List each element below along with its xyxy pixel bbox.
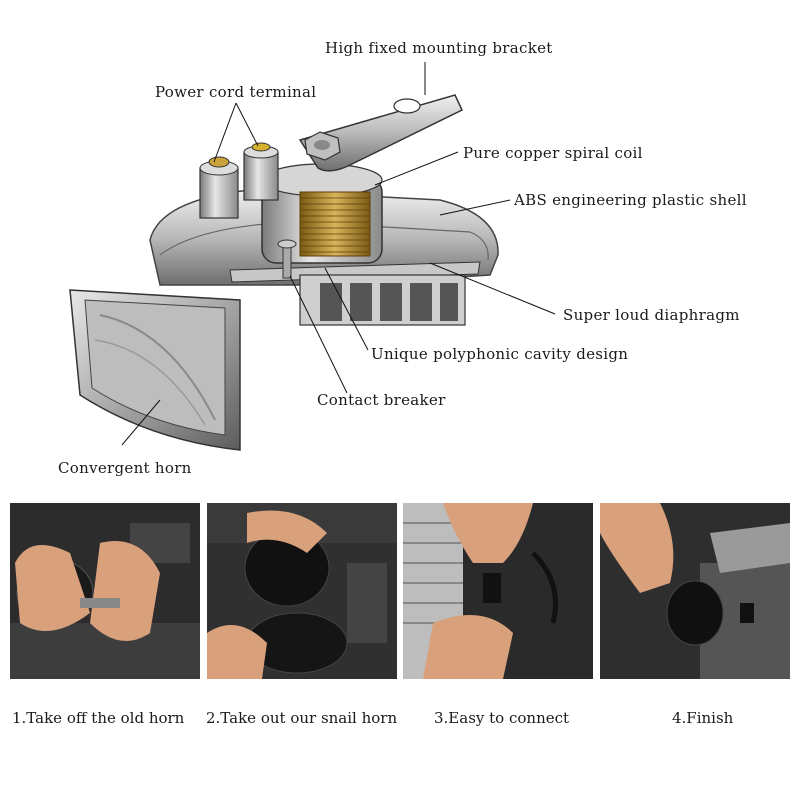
label-mounting-bracket: High fixed mounting bracket: [325, 39, 553, 57]
horn-cutaway-diagram: [69, 62, 556, 451]
copper-coil: [299, 191, 371, 257]
step-caption-4: 4.Finish: [672, 709, 734, 727]
step-caption-1: 1.Take off the old horn: [12, 709, 185, 727]
step-photo-2: [207, 503, 397, 679]
label-contact-breaker: Contact breaker: [317, 391, 446, 409]
terminal-posts: [199, 142, 279, 219]
step-caption-2: 2.Take out our snail horn: [206, 709, 398, 727]
label-convergent-horn: Convergent horn: [58, 459, 192, 477]
label-copper-coil: Pure copper spiral coil: [463, 144, 643, 162]
step-caption-3: 3.Easy to connect: [434, 709, 570, 727]
contact-screw: [282, 243, 292, 279]
diaphragm-plate: [229, 261, 481, 283]
label-power-cord-terminal: Power cord terminal: [155, 83, 317, 101]
step-photo-3: [403, 503, 593, 679]
label-cavity-design: Unique polyphonic cavity design: [371, 345, 629, 363]
step-photo-4: [600, 503, 790, 679]
label-plastic-shell: ABS engineering plastic shell: [514, 191, 747, 209]
step-photo-1: [10, 503, 200, 679]
label-diaphragm: Super loud diaphragm: [563, 306, 740, 324]
